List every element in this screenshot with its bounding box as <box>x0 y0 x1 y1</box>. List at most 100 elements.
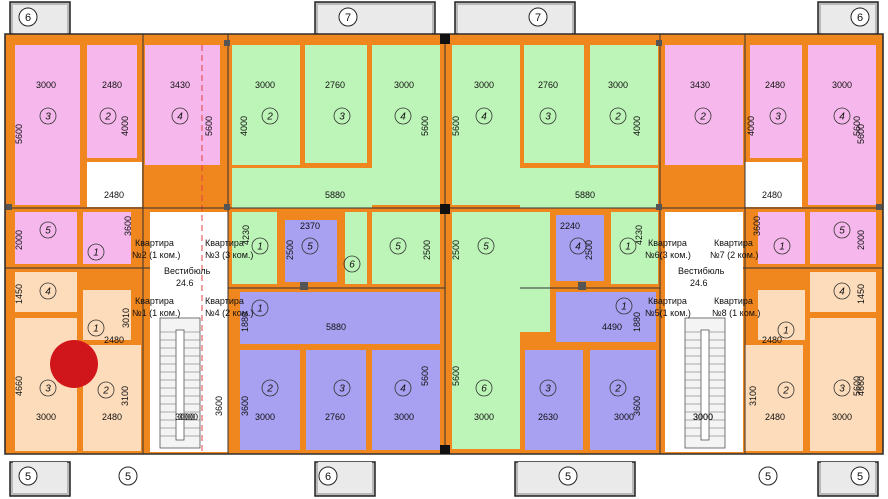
svg-text:4: 4 <box>177 112 183 123</box>
svg-text:1: 1 <box>625 242 631 253</box>
svg-text:5: 5 <box>25 471 31 483</box>
room-number: 3 <box>39 107 57 125</box>
room-number: 4 <box>475 107 493 125</box>
axis-marker-bottom: 5 <box>850 466 870 486</box>
kv1-sub: №1 (1 ком.) <box>132 308 180 318</box>
dimension-inner: 5880 <box>575 190 595 200</box>
svg-text:4: 4 <box>575 242 581 253</box>
dimension-inner: 4000 <box>239 116 249 136</box>
svg-text:5: 5 <box>839 226 845 237</box>
dimension-inner: 2500 <box>422 240 432 260</box>
svg-text:3: 3 <box>545 384 551 395</box>
svg-text:6: 6 <box>481 384 487 395</box>
dimension-top: 2480 <box>765 80 785 90</box>
red-marker <box>50 340 98 388</box>
dimension-top: 3000 <box>255 80 275 90</box>
dimension-inner: 2240 <box>560 221 580 231</box>
svg-text:6: 6 <box>857 12 863 24</box>
dimension-inner: 3000 <box>178 412 198 422</box>
svg-text:1: 1 <box>783 326 789 337</box>
room-number: 5 <box>477 237 495 255</box>
room-number: 2 <box>777 381 795 399</box>
room-number: 3 <box>769 107 787 125</box>
svg-text:3: 3 <box>45 384 51 395</box>
svg-text:5: 5 <box>483 242 489 253</box>
svg-text:2: 2 <box>699 112 706 123</box>
room-number: 2 <box>694 107 712 125</box>
svg-text:5: 5 <box>45 226 51 237</box>
dimension-inner: 5880 <box>326 322 346 332</box>
kv2-title: Квартира <box>135 238 174 248</box>
apartment-labels: Квартира №2 (1 ком.) Квартира №3 (3 ком.… <box>132 238 760 318</box>
dimension-inner: 2480 <box>104 335 124 345</box>
room-number: 2 <box>261 379 279 397</box>
dimension-inner: 5600 <box>451 366 461 386</box>
dimension-bottom: 3000 <box>614 412 634 422</box>
dimension-inner: 3600 <box>632 396 642 416</box>
dimension-inner: 3600 <box>240 396 250 416</box>
svg-text:2: 2 <box>266 112 273 123</box>
dimensions: 3000 2480 3430 3000 2760 3000 3000 2760 3000 3 4 30… <box>14 80 866 422</box>
kv4-sub: №4 (2 ком.) <box>205 308 253 318</box>
dimension-top: 3000 <box>36 80 56 90</box>
dimension-left: 1450 <box>14 284 24 304</box>
svg-text:1: 1 <box>257 304 263 315</box>
room-number: 3 <box>333 379 351 397</box>
room-number: 4 <box>171 107 189 125</box>
kv6-title: Квартира <box>648 238 687 248</box>
svg-text:2: 2 <box>104 112 111 123</box>
room-number: 6 <box>343 255 361 273</box>
kv1-title: Квартира <box>135 296 174 306</box>
dimension-top: 3000 <box>832 80 852 90</box>
dimension-bottom: 2630 <box>538 412 558 422</box>
room-number: 1 <box>87 243 105 261</box>
room-number: 3 <box>539 107 557 125</box>
svg-text:2: 2 <box>266 384 273 395</box>
dimension-right: 2000 <box>856 230 866 250</box>
room-number: 1 <box>615 297 633 315</box>
dimension-top: 2480 <box>102 80 122 90</box>
dimension-inner: 4230 <box>241 225 251 245</box>
dimension-inner: 3100 <box>120 386 130 406</box>
dimension-inner: 2500 <box>285 240 295 260</box>
svg-text:1: 1 <box>621 302 627 313</box>
svg-text:1: 1 <box>93 324 99 335</box>
bottom-balconies <box>9 461 879 497</box>
dimension-bottom: 3000 <box>832 412 852 422</box>
dimension-inner: 3100 <box>748 386 758 406</box>
dimension-top: 3430 <box>690 80 710 90</box>
dimension-inner: 4000 <box>120 116 130 136</box>
dimension-left: 2000 <box>14 230 24 250</box>
room-number: 3 <box>833 379 851 397</box>
dimension-top: 2760 <box>538 80 558 90</box>
dimension-bottom: 3000 <box>255 412 275 422</box>
room-number: 1 <box>619 237 637 255</box>
dimension-inner: 5600 <box>420 116 430 136</box>
svg-text:3: 3 <box>339 384 345 395</box>
dimension-inner: 1880 <box>240 312 250 332</box>
dimension-bottom: 2480 <box>765 412 785 422</box>
right-stair <box>684 317 726 449</box>
dimension-top: 3000 <box>394 80 414 90</box>
svg-text:5: 5 <box>395 242 401 253</box>
svg-text:3: 3 <box>545 112 551 123</box>
svg-text:4: 4 <box>45 287 51 298</box>
dimension-inner: 3010 <box>121 308 131 328</box>
dimension-inner: 2480 <box>104 190 124 200</box>
room-number: 5 <box>301 237 319 255</box>
dimension-bottom: 3000 <box>36 412 56 422</box>
svg-text:6: 6 <box>325 471 331 483</box>
room-number: 3 <box>539 379 557 397</box>
dimension-top: 2760 <box>325 80 345 90</box>
vestibule-right-area: 24.6 <box>690 278 708 288</box>
dimension-inner: 2370 <box>300 221 320 231</box>
axis-marker-bottom: 5 <box>118 466 138 486</box>
room-number: 5 <box>833 221 851 239</box>
room-number: 1 <box>87 319 105 337</box>
wall-lines <box>5 33 883 455</box>
room-number: 2 <box>99 107 117 125</box>
svg-text:1: 1 <box>257 242 263 253</box>
dimension-inner: 4000 <box>746 116 756 136</box>
